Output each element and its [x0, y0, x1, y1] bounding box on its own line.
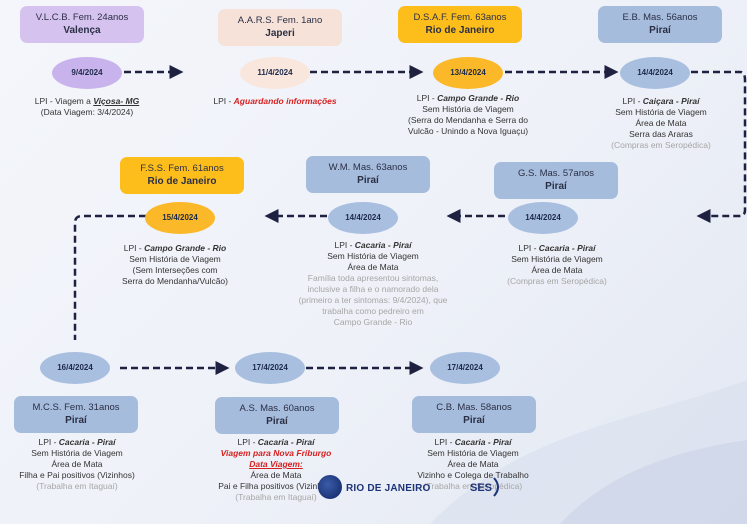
case-card-fss: F.S.S. Fem. 61anos Rio de Janeiro — [120, 157, 244, 194]
case-title: V.L.C.B. Fem. 24anos — [35, 12, 129, 23]
date-node-as: 17/4/2024 — [235, 352, 305, 384]
date-node-fss: 15/4/2024 — [145, 202, 215, 234]
svg-text:SES: SES — [470, 482, 492, 494]
case-card-cb: C.B. Mas. 58anos Piraí — [412, 396, 536, 433]
case-title: C.B. Mas. 58anos — [436, 402, 512, 413]
case-info-cb: LPI - Cacaria - Piraí Sem História de Vi… — [417, 437, 529, 491]
case-info-wm: LPI - Cacaria - Piraí Sem História de Vi… — [298, 240, 448, 327]
date-node-vlcb: 9/4/2024 — [52, 57, 122, 89]
case-city: Piraí — [545, 181, 567, 192]
connector-7 — [73, 214, 146, 340]
case-info-gs: LPI - Cacaria - Piraí Sem História de Vi… — [507, 243, 607, 286]
case-card-as: A.S. Mas. 60anos Piraí — [215, 397, 339, 434]
date-node-mcs: 16/4/2024 — [40, 352, 110, 384]
connector-4 — [691, 70, 747, 223]
state-seal-icon — [318, 475, 342, 499]
case-title: D.S.A.F. Fem. 63anos — [413, 12, 507, 23]
case-title: M.C.S. Fem. 31anos — [32, 402, 120, 413]
date-node-wm: 14/4/2024 — [328, 202, 398, 234]
case-info-aars: LPI - Aguardando informações — [213, 96, 337, 106]
case-city: Rio de Janeiro — [425, 25, 495, 36]
case-card-aars: A.A.R.S. Fem. 1ano Japeri — [218, 9, 342, 46]
case-city: Japeri — [265, 28, 295, 39]
case-title: A.A.R.S. Fem. 1ano — [237, 15, 323, 26]
case-info-vlcb: LPI - Viagem a Viçosa- MG (Data Viagem: … — [34, 96, 140, 117]
date-node-dsaf: 13/4/2024 — [433, 57, 503, 89]
case-title: F.S.S. Fem. 61anos — [140, 163, 224, 174]
case-card-dsaf: D.S.A.F. Fem. 63anos Rio de Janeiro — [398, 6, 522, 43]
case-info-eb: LPI - Caiçara - Piraí Sem História de Vi… — [611, 96, 711, 150]
case-info-dsaf: LPI - Campo Grande - Rio Sem História de… — [407, 93, 529, 136]
case-card-eb: E.B. Mas. 56anos Piraí — [598, 6, 722, 43]
case-card-mcs: M.C.S. Fem. 31anos Piraí — [14, 396, 138, 433]
case-city: Piraí — [266, 416, 288, 427]
case-city: Piraí — [649, 25, 671, 36]
logo-brand: RIO DE JANEIRO — [346, 483, 431, 494]
case-title: E.B. Mas. 56anos — [622, 12, 698, 23]
case-title: G.S. Mas. 57anos — [517, 168, 595, 179]
case-city: Piraí — [357, 175, 379, 186]
case-info-fss: LPI - Campo Grande - Rio Sem História de… — [121, 243, 228, 286]
case-city: Piraí — [463, 415, 485, 426]
case-title: A.S. Mas. 60anos — [239, 403, 315, 414]
case-info-as: LPI - Cacaria - Piraí Viagem para Nova F… — [218, 437, 334, 502]
date-node-eb: 14/4/2024 — [620, 57, 690, 89]
case-city: Rio de Janeiro — [147, 176, 217, 187]
case-card-wm: W.M. Mas. 63anos Piraí — [306, 156, 430, 193]
date-node-gs: 14/4/2024 — [508, 202, 578, 234]
case-card-vlcb: V.L.C.B. Fem. 24anos Valença — [20, 6, 144, 43]
government-logo: RIO DE JANEIRO SES — [318, 473, 513, 503]
date-node-aars: 11/4/2024 — [240, 57, 310, 89]
case-city: Valença — [63, 25, 101, 36]
case-title: W.M. Mas. 63anos — [328, 162, 408, 173]
date-node-cb: 17/4/2024 — [430, 352, 500, 384]
case-info-mcs: LPI - Cacaria - Piraí Sem História de Vi… — [19, 437, 135, 491]
ses-logo-icon: SES — [470, 477, 499, 497]
case-card-gs: G.S. Mas. 57anos Piraí — [494, 162, 618, 199]
case-city: Piraí — [65, 415, 87, 426]
